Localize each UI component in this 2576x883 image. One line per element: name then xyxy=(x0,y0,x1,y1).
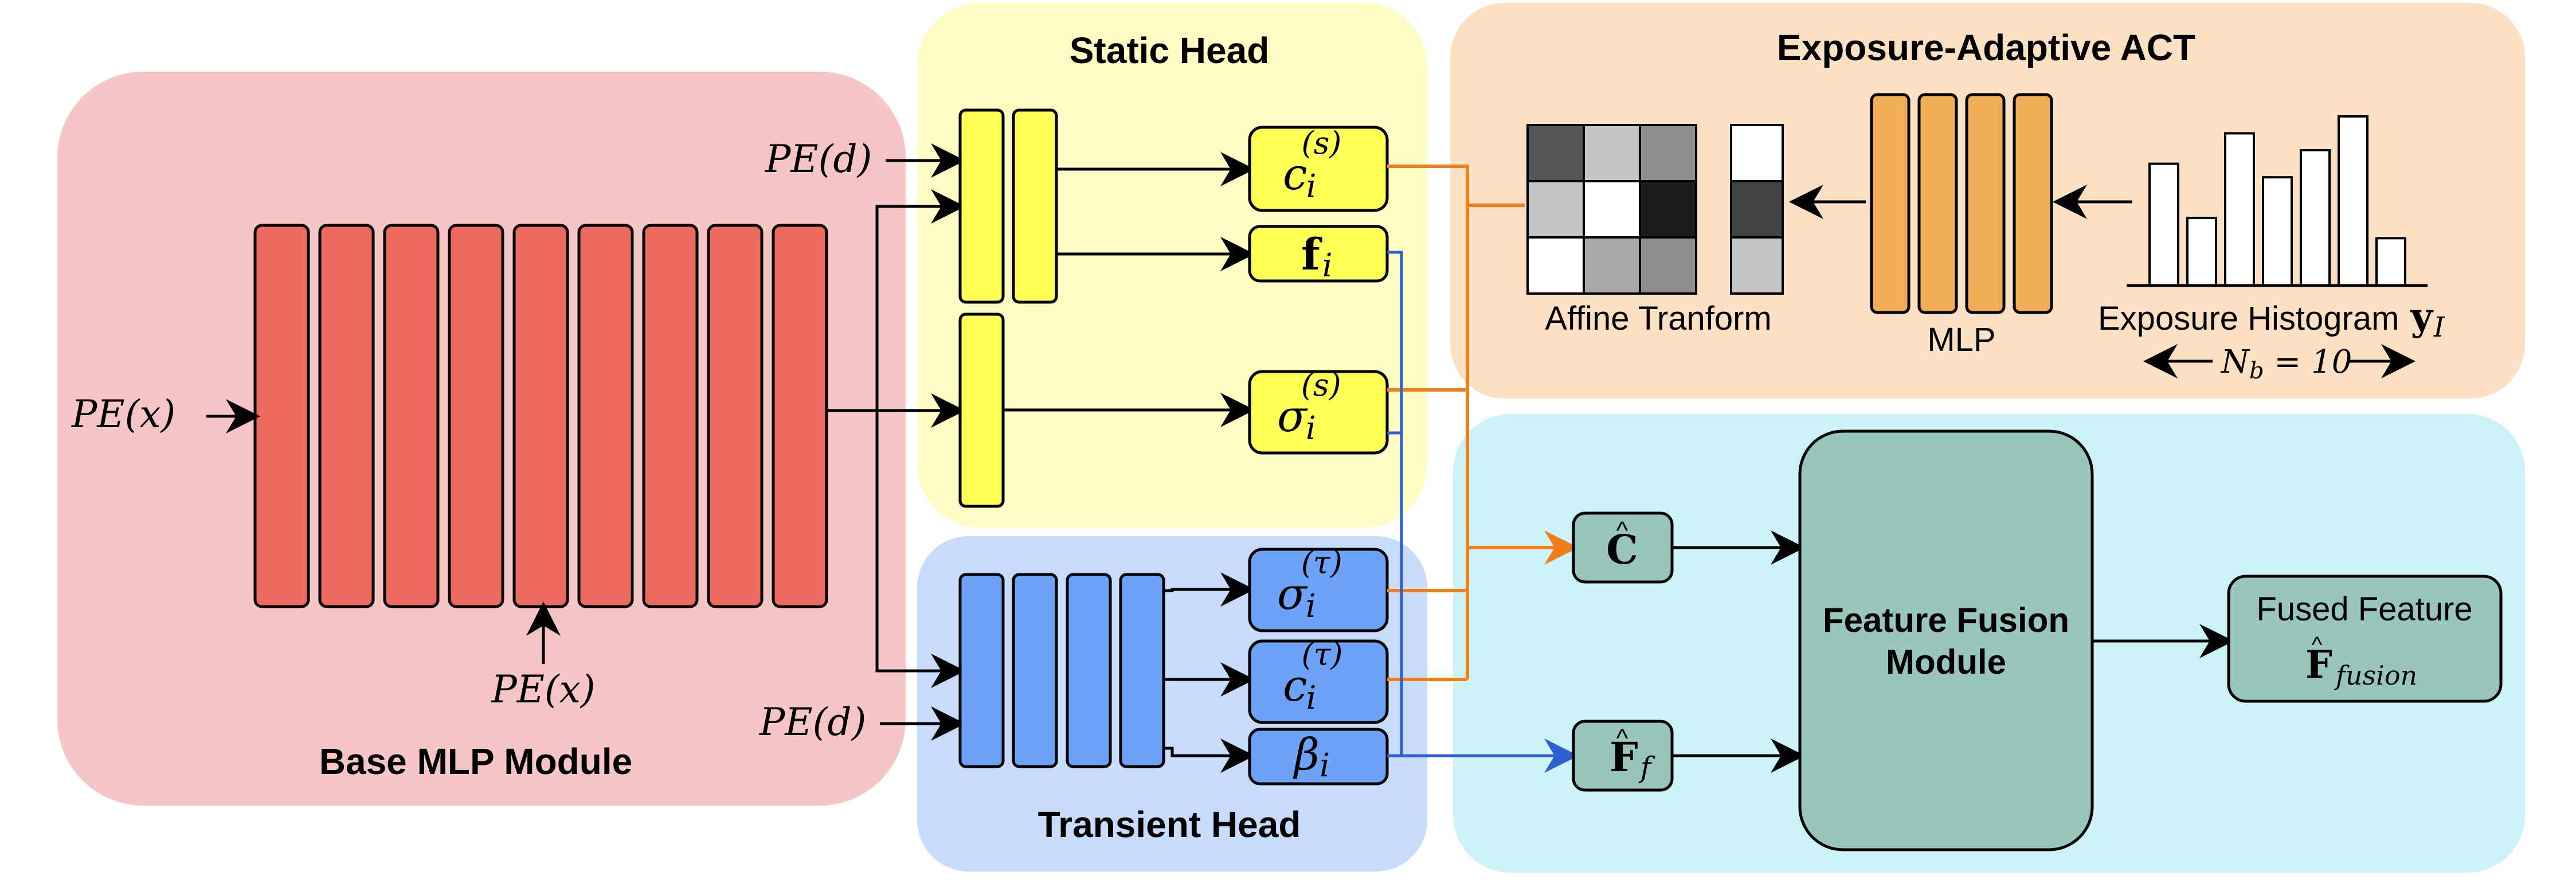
static-layer-1 xyxy=(958,108,1005,304)
base-layer-4 xyxy=(448,224,504,608)
affine-vector xyxy=(1730,124,1784,295)
base-layer-3 xyxy=(383,224,440,608)
nb-label: Nb = 10 xyxy=(2220,343,2352,384)
static-layer-2 xyxy=(1012,108,1058,304)
matrix-cell xyxy=(1583,180,1641,239)
vector-cell xyxy=(1730,124,1784,182)
histogram-bar xyxy=(2338,115,2368,287)
arrow-to-static-upper xyxy=(875,189,965,411)
transient-layer-3 xyxy=(1066,573,1112,768)
exposure-mlp-layer-3 xyxy=(1965,93,2006,314)
mlp-label: MLP xyxy=(1927,321,1995,358)
matrix-cell xyxy=(1639,236,1697,295)
fusion-module-line2: Module xyxy=(1886,643,2006,681)
pe-x-bottom-label: PE(x) xyxy=(491,667,595,712)
static-layers xyxy=(958,108,1058,508)
fused-feature-accent: ^ xyxy=(2312,632,2323,658)
matrix-cell xyxy=(1639,124,1697,182)
fused-feature-box xyxy=(2227,575,2503,703)
transient-head-title: Transient Head xyxy=(1038,804,1301,845)
matrix-cell xyxy=(1583,124,1641,182)
affine-matrix xyxy=(1526,124,1697,295)
matrix-cell xyxy=(1639,180,1697,239)
base-layer-7 xyxy=(642,224,699,608)
fused-feature-label: Fused Feature xyxy=(2256,591,2472,628)
c-transient-box xyxy=(1248,639,1389,724)
static-outputs xyxy=(1248,126,1389,455)
c-transient-label: ci(τ) xyxy=(1283,636,1343,717)
base-mlp-layers xyxy=(253,224,828,608)
histogram-bar xyxy=(2300,149,2331,287)
static-head-title: Static Head xyxy=(1070,30,1270,71)
base-mlp-title: Base MLP Module xyxy=(319,741,632,782)
histogram-bar xyxy=(2375,237,2406,287)
f-hat-accent: ^ xyxy=(1616,724,1628,752)
base-layer-9 xyxy=(772,224,828,608)
exposure-histogram xyxy=(2127,115,2428,287)
exposure-mlp-layer-4 xyxy=(2013,93,2053,314)
sigma-static-label: σi(s) xyxy=(1277,367,1341,447)
base-layer-1 xyxy=(253,224,310,608)
sigma-static-box xyxy=(1248,370,1389,455)
base-layer-5 xyxy=(512,224,569,608)
transient-head-connectors xyxy=(1164,572,1255,773)
matrix-cell xyxy=(1526,180,1585,239)
f-static-label: fi xyxy=(1301,229,1333,284)
c-static-label: ci(s) xyxy=(1283,125,1341,205)
exposure-mlp-layer-2 xyxy=(1917,93,1958,314)
feature-fusion-module xyxy=(1798,429,2094,851)
sigma-transient-label: σi(τ) xyxy=(1277,545,1342,625)
beta-label: βi xyxy=(1293,729,1330,784)
transient-layer-4 xyxy=(1119,573,1165,768)
static-head-connectors xyxy=(1003,152,1255,427)
matrix-cell xyxy=(1583,236,1641,295)
histogram-bar xyxy=(2262,176,2293,287)
matrix-cell xyxy=(1526,236,1585,295)
histogram-bar xyxy=(2186,217,2217,287)
histogram-bar xyxy=(2148,162,2179,287)
pe-x-left-label: PE(x) xyxy=(71,392,175,436)
base-layer-6 xyxy=(577,224,634,608)
matrix-cell xyxy=(1526,124,1585,182)
fusion-module-line1: Feature Fusion xyxy=(1823,601,2069,639)
blue-flow xyxy=(1387,251,1579,773)
base-layer-2 xyxy=(318,224,375,608)
pe-d-static-label: PE(d) xyxy=(765,137,872,181)
histogram-bar xyxy=(2224,132,2255,287)
vector-cell xyxy=(1730,236,1784,295)
base-output-connectors xyxy=(827,189,965,688)
c-hat-label: C xyxy=(1606,526,1638,573)
pe-d-transient-label: PE(d) xyxy=(759,700,866,744)
vector-cell xyxy=(1730,180,1784,239)
arrow-to-transient xyxy=(875,411,965,688)
c-hat-accent: ^ xyxy=(1616,517,1628,545)
c-static-box xyxy=(1248,126,1389,212)
base-layer-8 xyxy=(707,224,764,608)
exposure-act-title: Exposure-Adaptive ACT xyxy=(1777,27,2195,68)
exposure-mlp-layer-1 xyxy=(1870,93,1911,314)
transient-layers xyxy=(958,573,1165,768)
affine-label: Affine Tranform xyxy=(1545,300,1771,337)
transient-layer-2 xyxy=(1012,573,1058,768)
transient-layer-1 xyxy=(958,573,1005,768)
exposure-mlp-layers xyxy=(1870,93,2053,314)
static-layer-3 xyxy=(958,312,1005,508)
